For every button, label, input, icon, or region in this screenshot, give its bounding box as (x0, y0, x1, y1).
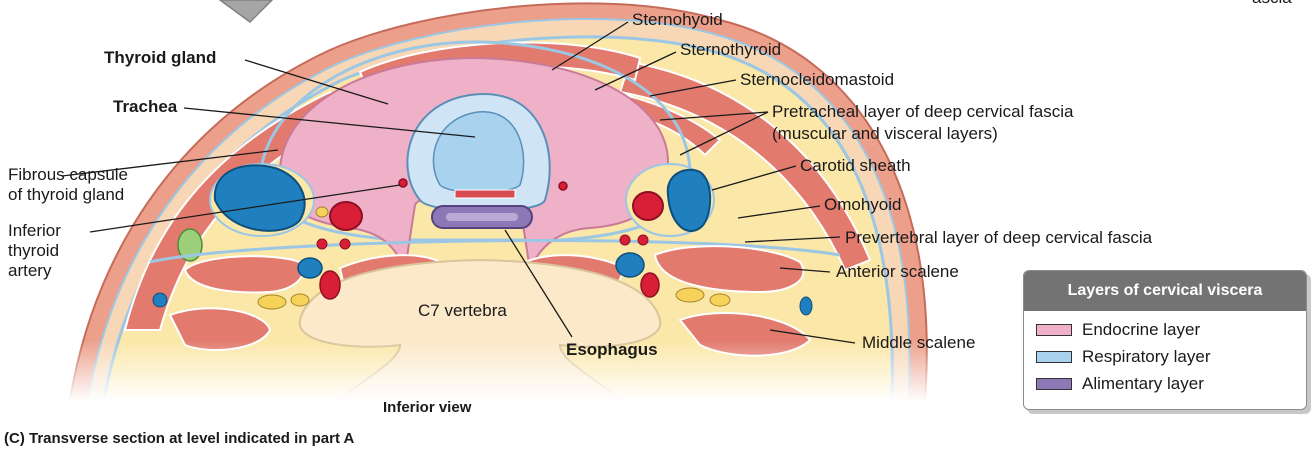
legend-swatch-alimentary (1036, 378, 1072, 390)
vessel-small (638, 235, 648, 245)
vertebral-artery-left (320, 271, 340, 299)
legend-swatch-endocrine (1036, 324, 1072, 336)
label-sternothyroid: Sternothyroid (680, 40, 781, 60)
common-carotid-artery-left (330, 202, 362, 230)
legend-swatch-respiratory (1036, 351, 1072, 363)
label-prevertebral: Prevertebral layer of deep cervical fasc… (845, 228, 1152, 248)
legend-box: Layers of cervical viscera Endocrine lay… (1023, 270, 1307, 410)
vessel-small (340, 239, 350, 249)
brachial-plexus-nerve (676, 288, 704, 302)
label-thyroid-gland: Thyroid gland (104, 48, 216, 68)
legend-title: Layers of cervical viscera (1024, 271, 1306, 311)
label-inferior-thyroid-artery: Inferior thyroid artery (8, 221, 98, 281)
brachial-plexus-nerve (291, 294, 309, 306)
brachial-plexus-nerve (710, 294, 730, 306)
label-omohyoid: Omohyoid (824, 195, 901, 215)
legend-item-alimentary: Alimentary layer (1036, 373, 1204, 395)
legend-label-alimentary: Alimentary layer (1082, 374, 1204, 394)
tracheal-muscle (455, 190, 515, 198)
legend-label-endocrine: Endocrine layer (1082, 320, 1200, 340)
label-sternocleidomastoid: Sternocleidomastoid (740, 70, 894, 90)
label-trachea: Trachea (113, 97, 177, 117)
section-pointer-arrow (220, 0, 272, 22)
label-pretracheal-line1: Pretracheal layer of deep cervical fasci… (772, 102, 1073, 122)
label-middle-scalene: Middle scalene (862, 333, 975, 353)
vessel-small (620, 235, 630, 245)
label-pretracheal-line2: (muscular and visceral layers) (772, 124, 998, 144)
vertebral-artery-right (641, 273, 659, 297)
view-label: Inferior view (383, 399, 471, 416)
vessel-small (317, 239, 327, 249)
section-fade (60, 340, 940, 402)
label-c7-vertebra: C7 vertebra (418, 301, 507, 321)
label-sternohyoid: Sternohyoid (632, 10, 723, 30)
legend-label-respiratory: Respiratory layer (1082, 347, 1211, 367)
label-esophagus: Esophagus (566, 340, 658, 360)
inferior-thyroid-vessel-right (559, 182, 567, 190)
external-jugular-vein-left (153, 293, 167, 307)
label-anterior-scalene: Anterior scalene (836, 262, 959, 282)
brachial-plexus-nerve (258, 295, 286, 309)
legend-item-respiratory: Respiratory layer (1036, 346, 1211, 368)
inferior-thyroid-artery (399, 179, 407, 187)
vertebral-vein-right (616, 253, 644, 277)
common-carotid-artery-right (633, 192, 663, 220)
esophagus-lumen (446, 213, 518, 221)
label-carotid-sheath: Carotid sheath (800, 156, 911, 176)
vagus-nerve-left (316, 207, 328, 217)
label-corner-fragment: ascia (1252, 0, 1292, 8)
label-fibrous-capsule: Fibrous capsule of thyroid gland (8, 165, 138, 205)
vertebral-vein-left (298, 258, 322, 278)
figure-caption: (C) Transverse section at level indicate… (4, 430, 354, 447)
legend-item-endocrine: Endocrine layer (1036, 319, 1200, 341)
external-jugular-vein-right (800, 297, 812, 315)
